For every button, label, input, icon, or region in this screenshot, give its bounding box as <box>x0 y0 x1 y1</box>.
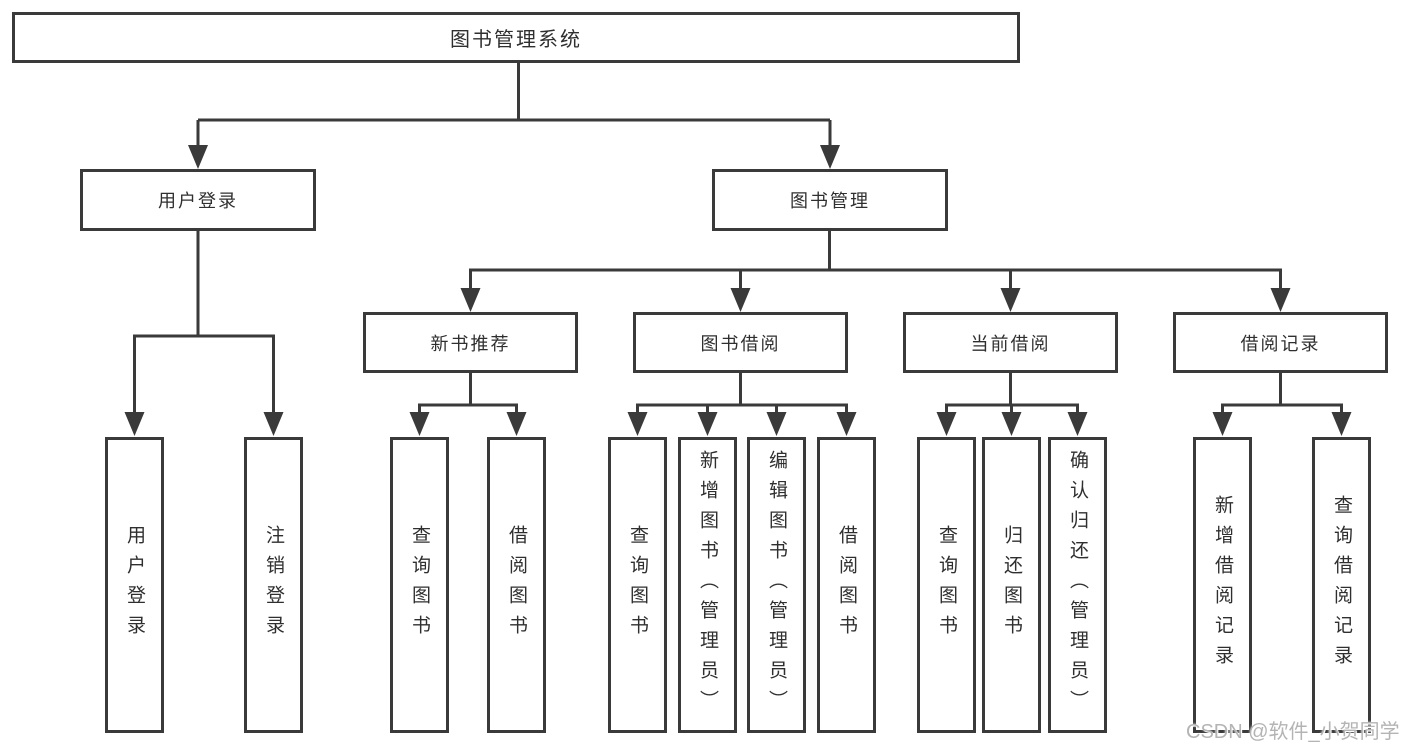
leaf-query-book-current: 查询图书 <box>917 437 976 733</box>
leaf-label: 新增借阅记录 <box>1212 495 1233 675</box>
leaf-query-book-borrow: 查询图书 <box>608 437 667 733</box>
leaf-borrow-book: 借阅图书 <box>817 437 876 733</box>
leaf-edit-book-admin: 编辑图书（管理员） <box>747 437 806 733</box>
leaf-label: 归还图书 <box>1001 525 1022 645</box>
leaf-confirm-return-admin: 确认归还（管理员） <box>1048 437 1107 733</box>
leaf-label: 查询图书 <box>936 525 957 645</box>
leaf-return-book: 归还图书 <box>982 437 1041 733</box>
leaf-label: 注销登录 <box>263 525 284 645</box>
node-book-borrow: 图书借阅 <box>633 312 848 373</box>
node-borrow-record: 借阅记录 <box>1173 312 1388 373</box>
leaf-add-book-admin: 新增图书（管理员） <box>678 437 737 733</box>
csdn-watermark: CSDN @软件_小贺同学 <box>1186 721 1400 743</box>
leaf-logout: 注销登录 <box>244 437 303 733</box>
leaf-label: 用户登录 <box>124 525 145 645</box>
leaf-label: 查询借阅记录 <box>1331 495 1352 675</box>
leaf-label: 查询图书 <box>409 525 430 645</box>
node-new-book-recommend: 新书推荐 <box>363 312 578 373</box>
leaf-query-borrow-record: 查询借阅记录 <box>1312 437 1371 733</box>
leaf-query-book-recommend: 查询图书 <box>390 437 449 733</box>
leaf-add-borrow-record: 新增借阅记录 <box>1193 437 1252 733</box>
leaf-label: 借阅图书 <box>506 525 527 645</box>
node-book-management: 图书管理 <box>712 169 948 231</box>
leaf-label: 借阅图书 <box>836 525 857 645</box>
leaf-label: 编辑图书（管理员） <box>766 450 787 720</box>
node-current-borrow: 当前借阅 <box>903 312 1118 373</box>
leaf-label: 新增图书（管理员） <box>697 450 718 720</box>
node-library-management-system: 图书管理系统 <box>12 12 1020 63</box>
leaf-label: 确认归还（管理员） <box>1067 450 1088 720</box>
leaf-borrow-book-recommend: 借阅图书 <box>487 437 546 733</box>
leaf-user-login: 用户登录 <box>105 437 164 733</box>
node-user-login: 用户登录 <box>80 169 316 231</box>
leaf-label: 查询图书 <box>627 525 648 645</box>
